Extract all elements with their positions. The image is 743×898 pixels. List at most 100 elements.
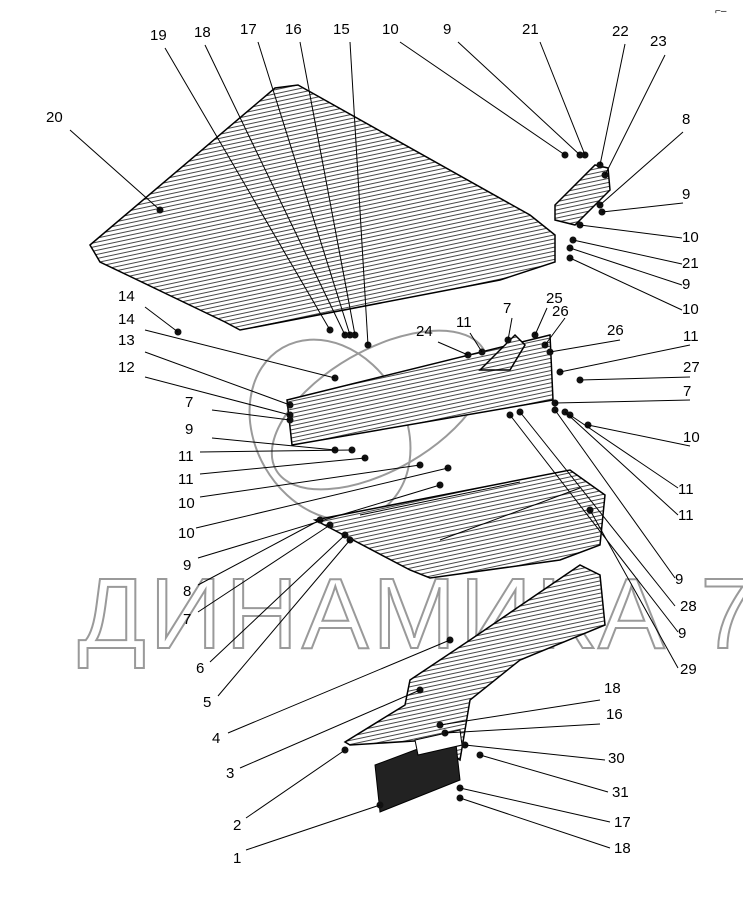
leader-line bbox=[507, 317, 513, 341]
leader-line bbox=[197, 484, 441, 559]
leader-line bbox=[559, 344, 691, 373]
leader-line bbox=[459, 797, 611, 849]
leader-line bbox=[534, 307, 548, 336]
callout-label: 11 bbox=[456, 314, 472, 331]
callout-label: 21 bbox=[682, 255, 699, 272]
leader-line bbox=[457, 41, 581, 156]
callout-label: 12 bbox=[118, 359, 135, 376]
callout-label: 21 bbox=[522, 21, 539, 38]
leader-line bbox=[437, 341, 469, 356]
callout-label: 18 bbox=[604, 680, 621, 697]
callout-label: 10 bbox=[682, 301, 699, 318]
callout-label: 10 bbox=[178, 495, 195, 512]
leader-line bbox=[199, 449, 353, 453]
leader-line bbox=[349, 41, 369, 346]
leader-line bbox=[569, 414, 679, 489]
bracket-part-22 bbox=[554, 164, 611, 226]
callout-label: 24 bbox=[416, 323, 433, 340]
leader-line bbox=[549, 339, 621, 353]
leader-line bbox=[509, 414, 679, 633]
leader-line bbox=[199, 457, 366, 475]
callout-label: 28 bbox=[680, 598, 697, 615]
corner-mark: ⌐‒ bbox=[715, 6, 727, 17]
leader-line bbox=[469, 332, 483, 353]
leader-line bbox=[539, 41, 586, 156]
leader-line bbox=[589, 509, 679, 669]
callout-label: 7 bbox=[503, 300, 511, 317]
leader-line bbox=[599, 43, 626, 166]
callout-label: 7 bbox=[683, 383, 691, 400]
callout-label: 22 bbox=[612, 23, 629, 40]
leader-line bbox=[144, 306, 179, 333]
leader-line bbox=[544, 317, 566, 346]
leader-line bbox=[197, 524, 331, 613]
callout-label: 16 bbox=[285, 21, 302, 38]
callout-label: 11 bbox=[178, 471, 194, 488]
panel-part-5 bbox=[312, 469, 606, 579]
callout-label: 10 bbox=[682, 229, 699, 246]
leader-line bbox=[217, 539, 351, 697]
callout-label: 10 bbox=[683, 429, 700, 446]
callout-label: 17 bbox=[614, 814, 631, 831]
callout-label: 18 bbox=[614, 840, 631, 857]
leader-line bbox=[604, 54, 666, 176]
callout-label: 16 bbox=[606, 706, 623, 723]
leader-line bbox=[227, 639, 451, 734]
callout-label: 26 bbox=[552, 303, 569, 320]
callout-label: 5 bbox=[203, 694, 211, 711]
callout-label: 9 bbox=[678, 625, 686, 642]
watermark: ДИНАМИКА 76 bbox=[77, 329, 743, 671]
leader-line bbox=[579, 376, 691, 381]
callout-label: 11 bbox=[678, 507, 694, 524]
callout-label: 14 bbox=[118, 311, 135, 328]
leader-line bbox=[564, 411, 679, 516]
beam-part-12 bbox=[286, 333, 554, 446]
leader-line bbox=[554, 399, 691, 404]
cover-part-20 bbox=[89, 84, 556, 331]
callout-label: 3 bbox=[226, 765, 234, 782]
leader-line bbox=[197, 519, 321, 586]
callout-label: 31 bbox=[612, 784, 629, 801]
leader-line bbox=[459, 787, 611, 823]
callout-label: 18 bbox=[194, 24, 211, 41]
leader-line bbox=[569, 257, 683, 311]
leader-line bbox=[554, 409, 676, 579]
leader-line bbox=[211, 409, 291, 421]
leader-line bbox=[69, 129, 161, 211]
callout-label: 17 bbox=[240, 21, 257, 38]
leader-line bbox=[572, 239, 683, 265]
callout-label: 25 bbox=[546, 290, 563, 307]
callout-label: 7 bbox=[185, 394, 193, 411]
leader-line bbox=[464, 744, 606, 761]
callout-label: 10 bbox=[382, 21, 399, 38]
leader-line bbox=[164, 47, 331, 331]
callout-label: 13 bbox=[118, 332, 135, 349]
leader-line bbox=[195, 467, 449, 529]
leader-line bbox=[299, 41, 356, 336]
leader-line bbox=[144, 329, 336, 379]
callout-label: 9 bbox=[185, 421, 193, 438]
callout-label: 29 bbox=[680, 661, 697, 678]
callout-label: 10 bbox=[178, 525, 195, 542]
leader-line bbox=[439, 699, 601, 726]
leader-line bbox=[209, 534, 346, 663]
leader-line bbox=[444, 723, 601, 734]
callout-label: 30 bbox=[608, 750, 625, 767]
leader-line bbox=[599, 131, 684, 206]
callout-label: 11 bbox=[678, 481, 694, 498]
callout-label: 9 bbox=[183, 557, 191, 574]
callout-label: 26 bbox=[607, 322, 624, 339]
leader-line bbox=[211, 437, 336, 451]
leader-line bbox=[199, 464, 421, 498]
leader-line bbox=[519, 411, 676, 607]
callout-label: 23 bbox=[650, 33, 667, 50]
callout-label: 9 bbox=[682, 276, 690, 293]
leader-line bbox=[601, 202, 684, 213]
callout-label: 1 bbox=[233, 850, 241, 867]
leader-line bbox=[144, 351, 291, 406]
callout-label: 11 bbox=[178, 448, 194, 465]
leader-line bbox=[479, 754, 609, 793]
